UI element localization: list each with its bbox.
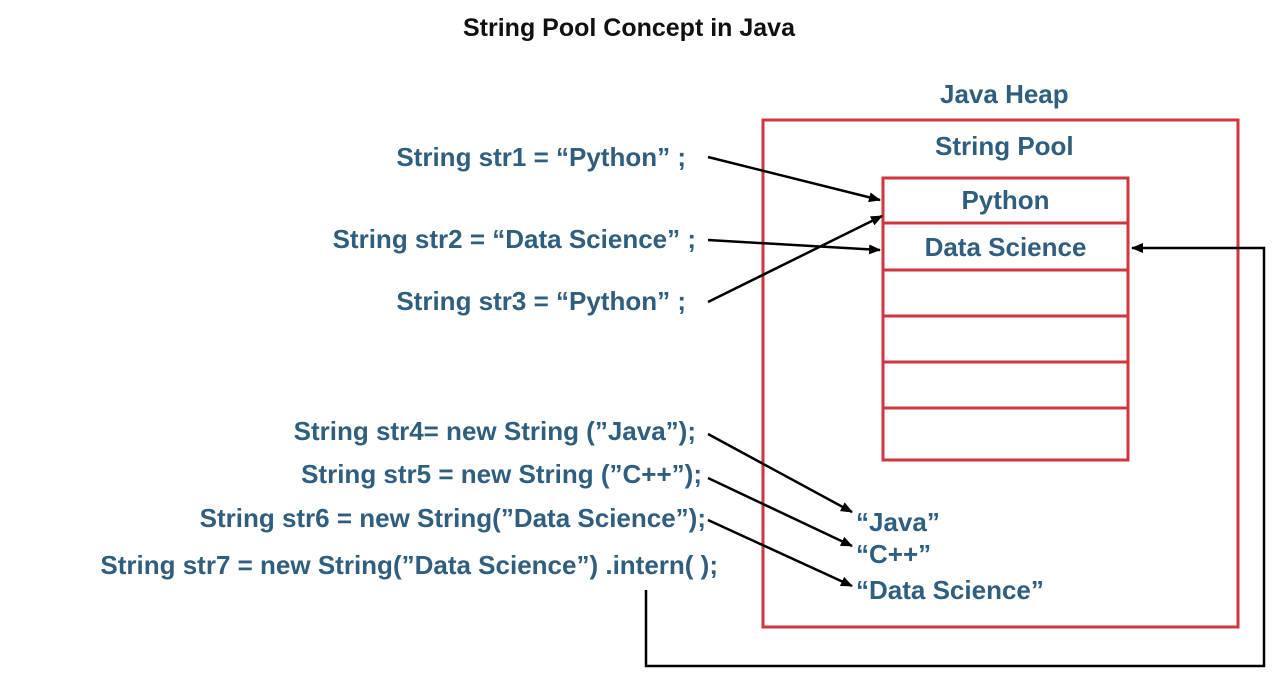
java-heap-label: Java Heap <box>940 79 1069 109</box>
arrow-str2-to-data-science <box>707 238 881 255</box>
java-heap-box <box>761 118 1240 629</box>
code-line-str4: String str4= new String (”Java”); <box>293 416 696 446</box>
code-line-str2: String str2 = “Data Science” ; <box>332 224 696 254</box>
heap-object-data-science: “Data Science” <box>856 575 1044 605</box>
arrow-str4-to-java <box>707 432 853 514</box>
arrow-str5-to-cpp <box>707 476 853 548</box>
string-pool-box <box>881 176 1130 462</box>
heap-object-java: “Java” <box>856 507 940 537</box>
pool-cell-data-science: Data Science <box>924 232 1087 262</box>
string-pool-label: String Pool <box>935 131 1074 161</box>
arrow-str6-to-data-science-object <box>707 518 853 588</box>
code-line-str1: String str1 = “Python” ; <box>396 142 686 172</box>
code-line-str7: String str7 = new String(”Data Science”)… <box>100 550 718 580</box>
code-line-str6: String str6 = new String(”Data Science”)… <box>199 503 706 533</box>
diagram-title: String Pool Concept in Java <box>463 14 795 42</box>
heap-object-cpp: “C++” <box>856 539 932 569</box>
code-line-str5: String str5 = new String (”C++”); <box>301 459 702 489</box>
arrow-str1-to-python <box>707 155 881 203</box>
pool-cell-python: Python <box>961 185 1050 215</box>
arrow-str7-intern-to-pool <box>644 243 1266 668</box>
code-line-str3: String str3 = “Python” ; <box>396 286 686 316</box>
arrow-str3-to-python <box>707 214 883 304</box>
